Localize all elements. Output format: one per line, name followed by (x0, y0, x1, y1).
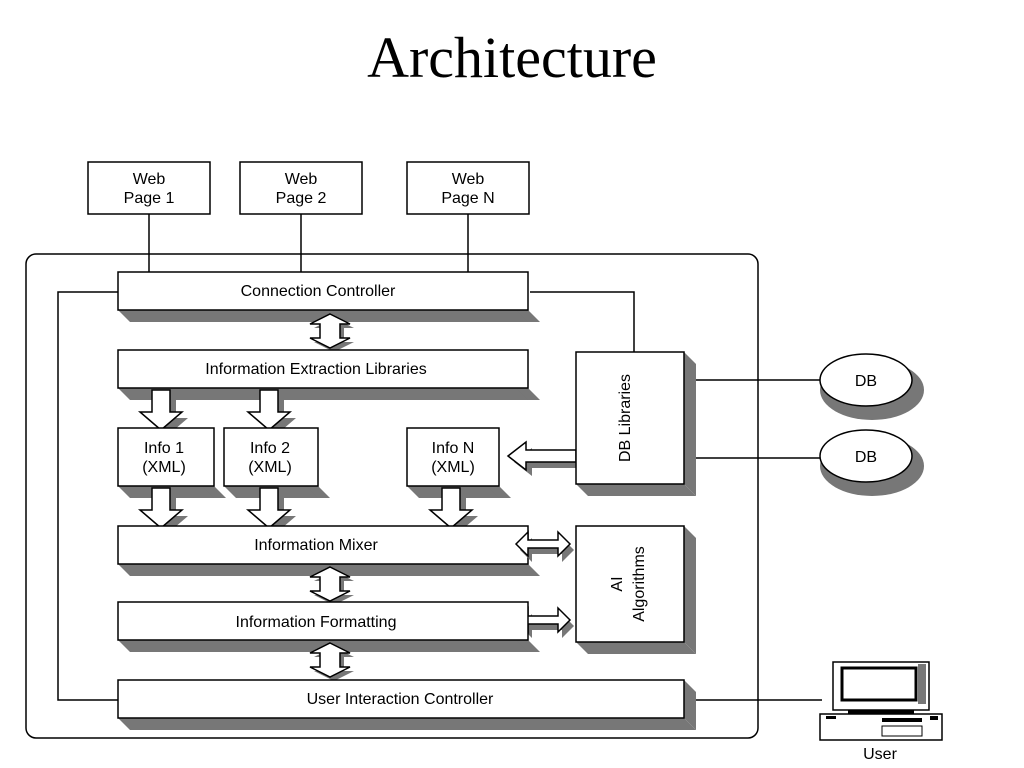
arrow-db-info-n (506, 440, 582, 476)
svg-text:DB Libraries: DB Libraries (617, 374, 634, 462)
svg-text:Page 2: Page 2 (276, 190, 327, 207)
connector-db-libraries (530, 291, 635, 352)
database-1: DB (819, 353, 924, 420)
svg-text:Algorithms: Algorithms (631, 546, 648, 622)
user-interaction-controller: User Interaction Controller (117, 679, 696, 730)
web-page-2: Web Page 2 (239, 161, 363, 215)
svg-text:Web: Web (452, 171, 485, 188)
info-1-box: Info 1 (XML) (117, 427, 226, 498)
database-2: DB (819, 429, 924, 496)
svg-text:Info 2: Info 2 (250, 440, 290, 457)
computer-icon (819, 661, 943, 741)
svg-text:(XML): (XML) (248, 459, 292, 476)
information-extraction-libraries: Information Extraction Libraries (117, 349, 540, 400)
svg-text:DB: DB (855, 449, 877, 466)
svg-text:Information Mixer: Information Mixer (254, 537, 378, 554)
svg-text:Page N: Page N (441, 190, 494, 207)
system-boundary (25, 253, 759, 739)
control-loop-line (57, 291, 118, 701)
web-page-1: Web Page 1 (87, 161, 211, 215)
svg-text:(XML): (XML) (431, 459, 475, 476)
svg-text:Connection Controller: Connection Controller (241, 283, 396, 300)
svg-text:Information Extraction Librari: Information Extraction Libraries (205, 361, 426, 378)
svg-text:(XML): (XML) (142, 459, 186, 476)
info-n-box: Info N (XML) (406, 427, 511, 498)
information-formatting: Information Formatting (117, 601, 540, 652)
svg-text:Web: Web (133, 171, 166, 188)
svg-text:DB: DB (855, 373, 877, 390)
svg-text:Info N: Info N (432, 440, 475, 457)
connection-controller: Connection Controller (117, 271, 540, 322)
information-mixer: Information Mixer (117, 525, 540, 576)
svg-text:Web: Web (285, 171, 318, 188)
user-label: User (863, 746, 897, 763)
svg-text:AI: AI (609, 576, 626, 591)
svg-text:User Interaction Controller: User Interaction Controller (307, 691, 494, 708)
info-2-box: Info 2 (XML) (223, 427, 330, 498)
svg-text:Information Formatting: Information Formatting (236, 614, 397, 631)
ai-algorithms: AI Algorithms (575, 525, 696, 654)
slide-title: Architecture (367, 25, 657, 90)
svg-text:Page 1: Page 1 (124, 190, 175, 207)
web-page-n: Web Page N (406, 161, 530, 215)
db-libraries: DB Libraries (575, 351, 696, 496)
svg-text:Info 1: Info 1 (144, 440, 184, 457)
